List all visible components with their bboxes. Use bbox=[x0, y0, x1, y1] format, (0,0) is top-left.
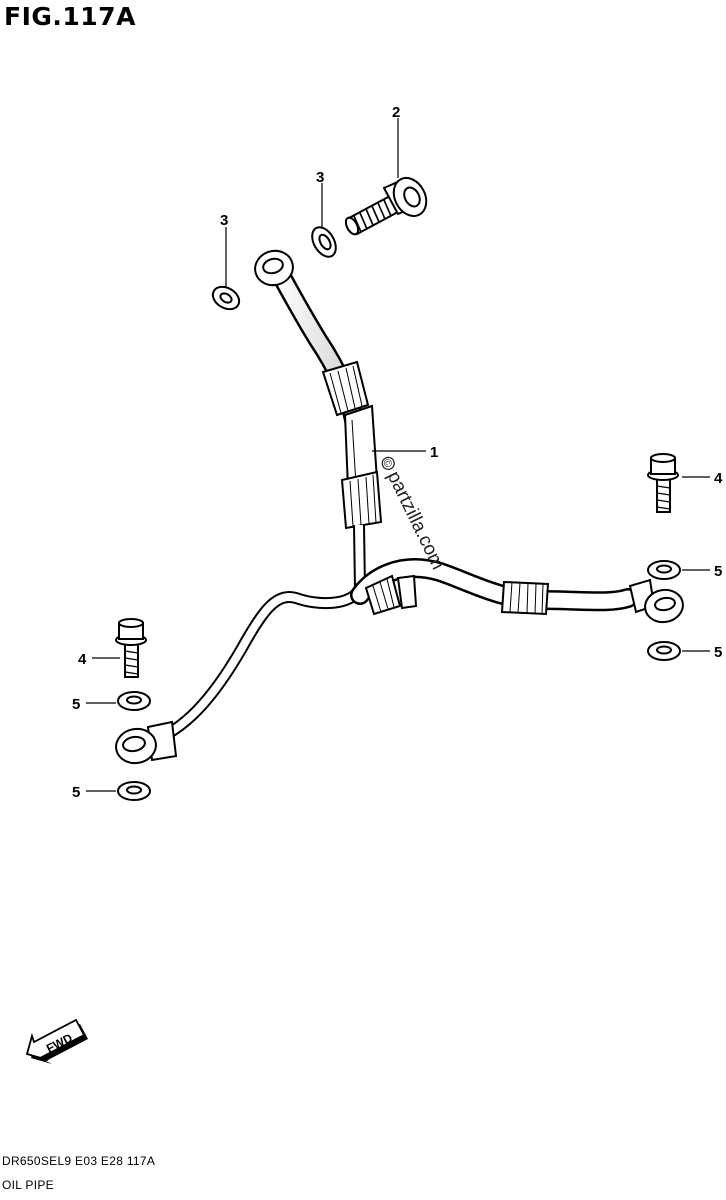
union-bolt bbox=[344, 176, 428, 236]
callout-part-5-left-lower: 5 bbox=[72, 784, 80, 801]
watermark-text: partzilla.com bbox=[383, 468, 449, 573]
flange-bolt-left bbox=[115, 618, 147, 678]
diagram-name: OIL PIPE bbox=[2, 1178, 54, 1192]
callout-part-5-left-upper: 5 bbox=[72, 696, 80, 713]
washer-left-lower bbox=[117, 781, 151, 801]
flange-bolt-right bbox=[647, 453, 679, 513]
oil-pipe-assembly bbox=[115, 249, 684, 765]
fwd-arrow: FWD bbox=[25, 1018, 88, 1064]
callout-part-4-left: 4 bbox=[78, 651, 87, 668]
gasket-washer-left bbox=[211, 285, 241, 311]
leader-lines bbox=[86, 118, 710, 792]
callout-part-3-upper: 3 bbox=[316, 169, 324, 186]
callout-part-5-right-lower: 5 bbox=[714, 644, 722, 661]
copyright-icon bbox=[381, 456, 395, 471]
callout-part-4-right: 4 bbox=[714, 470, 723, 487]
washer-right-upper bbox=[647, 560, 681, 580]
callouts: 1 2 3 3 4 4 5 5 5 5 bbox=[72, 104, 723, 801]
gasket-washer-upper bbox=[311, 226, 337, 258]
callout-part-3-left: 3 bbox=[220, 212, 228, 229]
callout-part-2: 2 bbox=[392, 104, 400, 121]
callout-part-5-right-upper: 5 bbox=[714, 563, 722, 580]
washer-right-lower bbox=[647, 641, 681, 661]
callout-part-1: 1 bbox=[430, 444, 438, 461]
diagram-code: DR650SEL9 E03 E28 117A bbox=[2, 1154, 156, 1168]
watermark: © partzilla.com bbox=[380, 456, 449, 573]
washer-left-upper bbox=[117, 691, 151, 711]
figure-title: FIG.117A bbox=[4, 2, 136, 31]
